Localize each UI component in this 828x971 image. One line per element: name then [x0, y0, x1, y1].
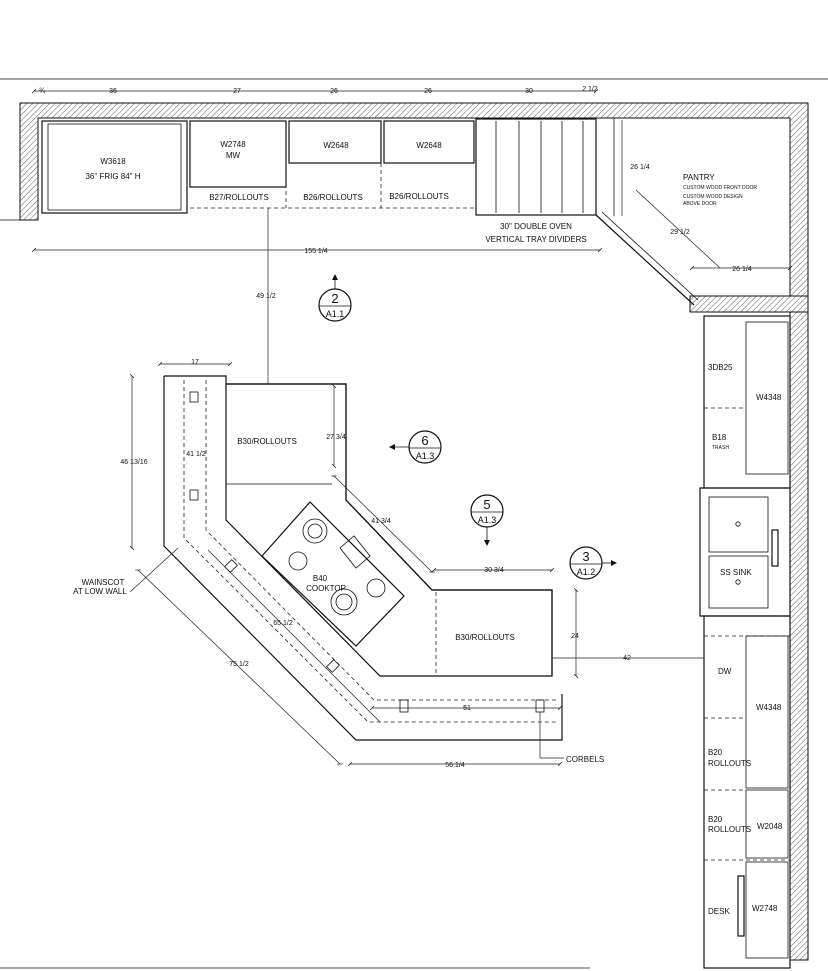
dim-41-half: 41 1/2	[186, 451, 206, 458]
label-b27-rollouts: B27/ROLLOUTS	[209, 193, 269, 202]
section-tag-3-number: 3	[582, 549, 589, 564]
label-cooktop: COOKTOP	[306, 584, 346, 593]
label-island-b30-a: B30/ROLLOUTS	[237, 437, 297, 446]
label-pantry-note-2: CUSTOM WOOD DESIGN	[683, 194, 743, 200]
label-3db25: 3DB25	[708, 363, 733, 372]
burner-4	[366, 578, 386, 598]
top-run-cabinets	[41, 118, 699, 306]
dim-run-total: 155 1/4	[304, 248, 327, 255]
burner-2	[288, 551, 308, 571]
dim-pantry-26-a: 26 1/4	[630, 164, 650, 171]
label-w2748-desk: W2748	[752, 904, 778, 913]
fridge-cabinet	[41, 120, 188, 214]
label-w2648-a: W2648	[323, 141, 349, 150]
dim-42: 42	[623, 655, 631, 662]
section-tag-6: 6 A1.3	[389, 430, 442, 464]
label-w3618: W3618	[100, 157, 126, 166]
label-mw: MW	[226, 151, 241, 160]
section-tag-5: 5 A1.3	[470, 494, 504, 546]
label-b26-rollouts-a: B26/ROLLOUTS	[303, 193, 363, 202]
dim-pantry-29: 29 1/2	[670, 229, 690, 236]
label-w2748-mw: W2748	[220, 140, 246, 149]
label-w2648-b: W2648	[416, 141, 442, 150]
upper-cabinet-w2648-b	[383, 120, 475, 164]
dimension-labels: ¾ 36 27 26 26 30 2 1/2 155 1/4 26 1/4 29…	[39, 86, 752, 769]
label-b20-b: B20	[708, 815, 723, 824]
dim-top-5: 26	[424, 88, 432, 95]
label-desk: DESK	[708, 907, 730, 916]
label-pantry-note-3: ABOVE DOOR	[683, 201, 717, 207]
dim-56: 56 1/4	[445, 762, 465, 769]
right-run-cabinets	[699, 315, 791, 969]
label-w2048: W2048	[757, 822, 783, 831]
dim-27: 27 3/4	[326, 434, 346, 441]
section-tag-3: 3 A1.2	[569, 546, 617, 580]
label-b40: B40	[313, 574, 328, 583]
dim-top-6: 30	[525, 88, 533, 95]
dim-pantry-26-b: 26 1/4	[732, 266, 752, 273]
label-low-wall: AT LOW WALL	[73, 587, 127, 596]
upper-cabinet-w2648-a	[288, 120, 382, 164]
dimension-lines	[34, 91, 790, 764]
dim-17: 17	[191, 359, 199, 366]
label-pantry-note-1: CUSTOM WOOD FRONT DOOR	[683, 185, 757, 191]
label-island-b30-b: B30/ROLLOUTS	[455, 633, 515, 642]
upper-cabinet-w2748	[189, 120, 287, 188]
dim-top-3: 27	[233, 88, 241, 95]
section-tag-5-number: 5	[483, 497, 490, 512]
walls	[0, 102, 809, 961]
dim-top-7: 2 1/2	[582, 86, 598, 93]
label-frig: 36" FRIG 84" H	[85, 172, 140, 181]
label-corbels: CORBELS	[566, 755, 604, 764]
section-tag-6-number: 6	[421, 433, 428, 448]
section-tag-6-ref: A1.3	[416, 451, 435, 461]
label-b26-rollouts-b: B26/ROLLOUTS	[389, 192, 449, 201]
double-oven-cabinet	[475, 118, 597, 216]
dim-65: 65 1/2	[273, 620, 293, 627]
burner-1	[302, 518, 328, 544]
label-w4348-b: W4348	[756, 703, 782, 712]
dim-30: 30 3/4	[484, 567, 504, 574]
dim-24: 24	[571, 633, 579, 640]
kitchen-island	[163, 375, 563, 741]
section-tag-2-ref: A1.1	[326, 309, 345, 319]
dim-46: 46 13/16	[120, 459, 147, 466]
label-rollouts-a: ROLLOUTS	[708, 759, 751, 768]
cabinet-labels: W3618 36" FRIG 84" H W2748 MW W2648 W264…	[73, 140, 783, 916]
dim-49: 49 1/2	[256, 293, 276, 300]
label-w4348-a: W4348	[756, 393, 782, 402]
label-ss-sink: SS SINK	[720, 568, 752, 577]
label-b20-a: B20	[708, 748, 723, 757]
dim-top-2: 36	[109, 88, 117, 95]
label-double-oven: 30" DOUBLE OVEN	[500, 222, 572, 231]
label-rollouts-b: ROLLOUTS	[708, 825, 751, 834]
label-pantry: PANTRY	[683, 173, 715, 182]
section-tag-3-ref: A1.2	[577, 567, 596, 577]
label-tray-dividers: VERTICAL TRAY DIVIDERS	[485, 235, 586, 244]
section-tag-5-ref: A1.3	[478, 515, 497, 525]
dim-51: 51	[463, 705, 471, 712]
dim-top-4: 26	[330, 88, 338, 95]
label-dw: DW	[718, 667, 732, 676]
section-tag-2: 2 A1.1	[318, 274, 352, 322]
label-wainscot: WAINSCOT	[82, 578, 125, 587]
dim-41-3q: 41 3/4	[371, 518, 391, 525]
dim-top-1: ¾	[39, 88, 45, 95]
label-b18: B18	[712, 433, 727, 442]
dim-75: 75 1/2	[229, 661, 249, 668]
section-tag-2-number: 2	[331, 291, 338, 306]
label-trash: TRASH	[712, 445, 729, 451]
